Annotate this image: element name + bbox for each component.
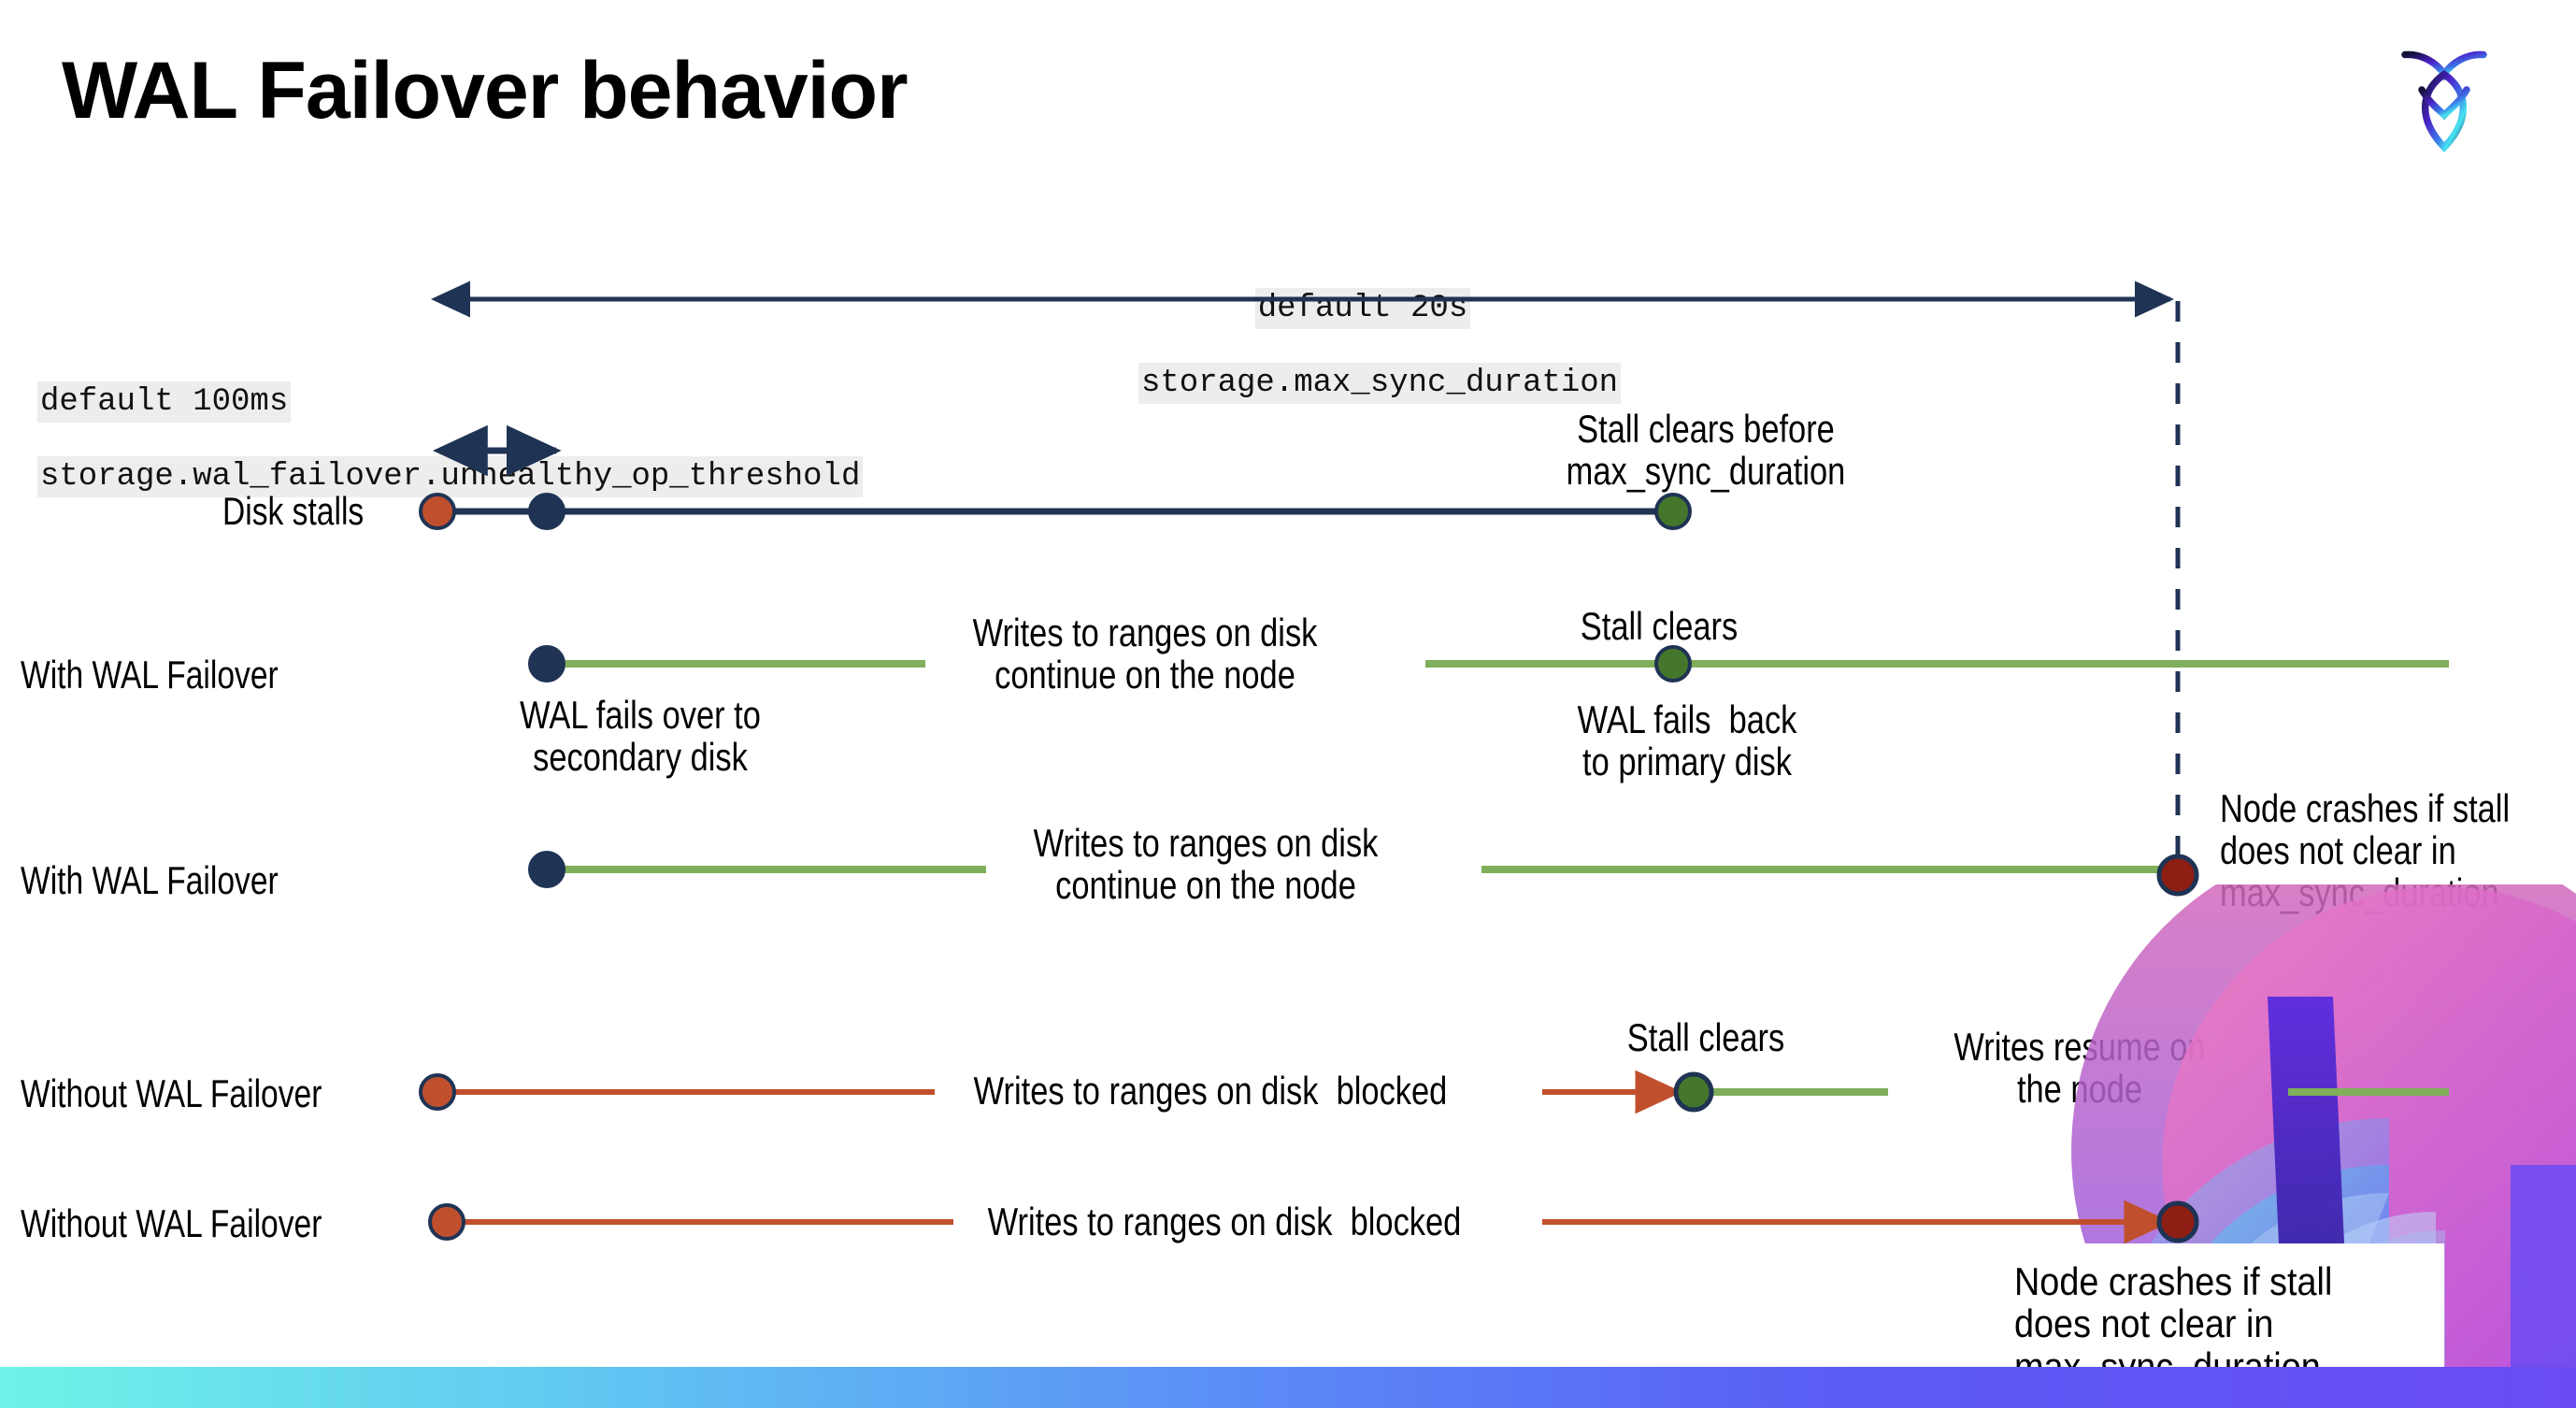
note-stall-clears-before: Stall clears before max_sync_duration	[1566, 407, 1846, 493]
cockroachdb-logo-icon	[2401, 50, 2487, 152]
max-sync-setting-label: storage.max_sync_duration	[1138, 363, 1622, 405]
row-label-with-wal-failover-1: With WAL Failover	[21, 653, 279, 697]
unhealthy-op-setting-label: storage.wal_failover.unhealthy_op_thresh…	[37, 456, 864, 498]
note-writes-continue-1: Writes to ranges on disk continue on the…	[972, 611, 1318, 697]
marker-node-crash-with-wal-failover-2	[2156, 854, 2199, 897]
row-label-with-wal-failover-2: With WAL Failover	[21, 858, 279, 902]
marker-failover-with-wal-failover-1	[528, 645, 565, 682]
marker-node-crash-without-wal-failover-2	[2156, 1200, 2199, 1243]
note-node-crashes-1: Node crashes if stall does not clear in …	[2220, 786, 2511, 914]
note-node-crashes-2: Node crashes if stall does not clear in …	[2014, 1259, 2333, 1387]
marker-failover-with-wal-failover-2	[528, 851, 565, 888]
row-label-disk-stalls: Disk stalls	[222, 489, 365, 533]
max-sync-default-label: default 20s	[1254, 288, 1471, 330]
marker-stall-clears-disk-stalls	[1654, 493, 1692, 530]
marker-stall-clears-with-wal-failover-1	[1654, 645, 1692, 682]
max-sync-duration-annotation: default 20s storage.max_sync_duration	[1138, 254, 1622, 438]
note-stall-clears-1: Stall clears	[1580, 604, 1739, 648]
note-writes-blocked-1: Writes to ranges on disk blocked	[973, 1069, 1448, 1113]
note-stall-clears-2: Stall clears	[1626, 1015, 1785, 1059]
unhealthy-op-default-label: default 100ms	[37, 381, 292, 424]
marker-stall-start-without-wal-failover-1	[419, 1073, 456, 1111]
unhealthy-op-threshold-annotation: default 100ms storage.wal_failover.unhea…	[37, 348, 864, 531]
row-label-without-wal-failover-1: Without WAL Failover	[21, 1071, 322, 1115]
note-writes-resume: Writes resume on the node	[1953, 1025, 2206, 1111]
page-title: WAL Failover behavior	[62, 46, 909, 136]
note-writes-continue-2: Writes to ranges on disk continue on the…	[1033, 821, 1379, 907]
marker-stall-clears-without-wal-failover-1	[1673, 1071, 1714, 1113]
note-writes-blocked-2: Writes to ranges on disk blocked	[987, 1200, 1462, 1243]
note-wal-fails-over: WAL fails over to secondary disk	[520, 693, 761, 779]
marker-stall-start-without-wal-failover-2	[428, 1203, 465, 1241]
note-wal-fails-back: WAL fails back to primary disk	[1577, 697, 1797, 783]
bottom-gradient-bar	[0, 1367, 2576, 1408]
row-label-without-wal-failover-2: Without WAL Failover	[21, 1201, 322, 1245]
